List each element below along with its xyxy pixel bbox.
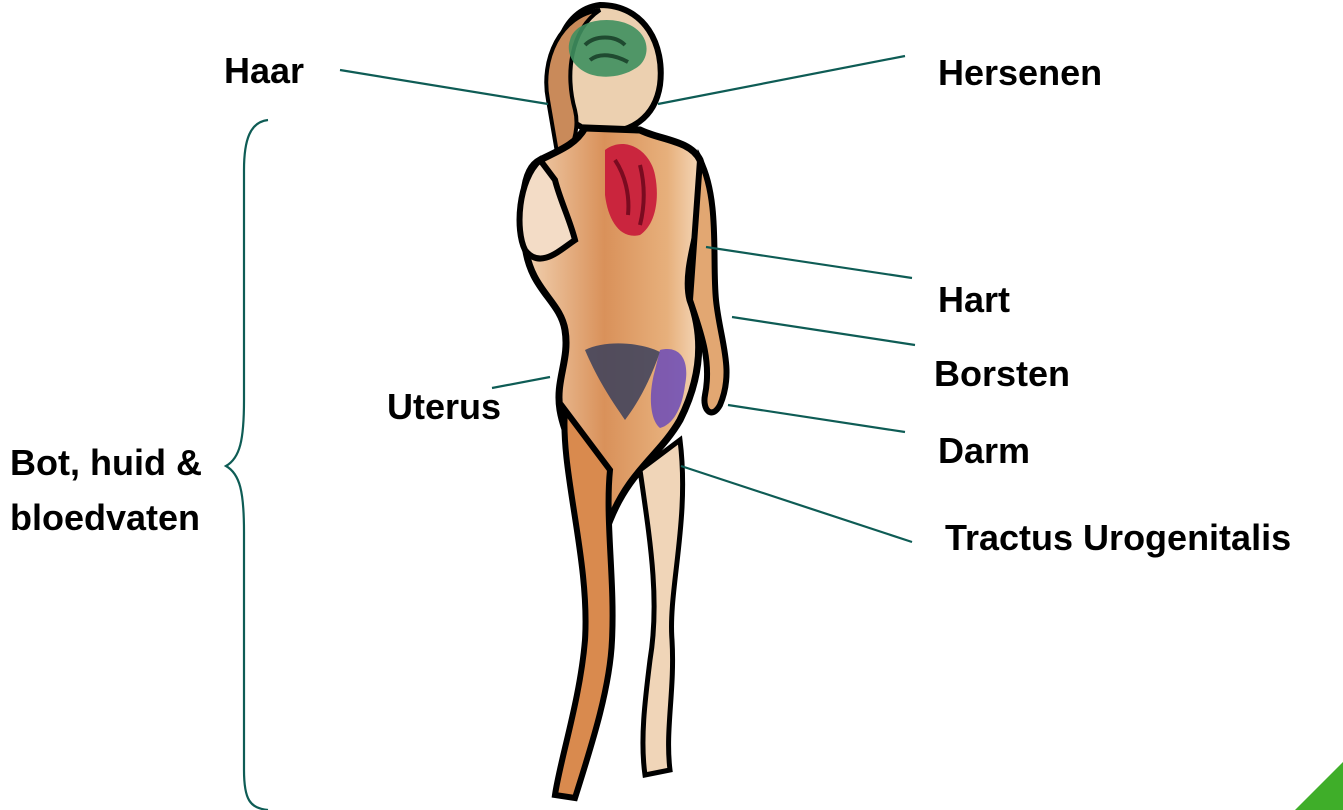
curly-brace xyxy=(226,120,268,810)
label-haar: Haar xyxy=(224,50,304,92)
body-silhouette xyxy=(520,5,727,798)
label-hersenen: Hersenen xyxy=(938,52,1102,94)
leader-darm xyxy=(728,405,905,432)
leader-hersenen xyxy=(658,56,905,104)
label-hart: Hart xyxy=(938,279,1010,321)
leader-borsten xyxy=(732,317,915,345)
brain xyxy=(569,20,647,77)
leg-right xyxy=(640,440,683,775)
corner-accent xyxy=(1295,762,1343,810)
label-uterus: Uterus xyxy=(387,386,501,428)
leader-haar xyxy=(340,70,548,104)
leg-left xyxy=(555,410,613,798)
label-tractus: Tractus Urogenitalis xyxy=(945,517,1291,559)
leader-hart xyxy=(706,247,912,278)
label-bot-line1: Bot, huid & xyxy=(10,442,202,484)
label-darm: Darm xyxy=(938,430,1030,472)
label-bot-line2: bloedvaten xyxy=(10,497,200,539)
label-borsten: Borsten xyxy=(934,353,1070,395)
leader-tractus xyxy=(681,466,912,542)
